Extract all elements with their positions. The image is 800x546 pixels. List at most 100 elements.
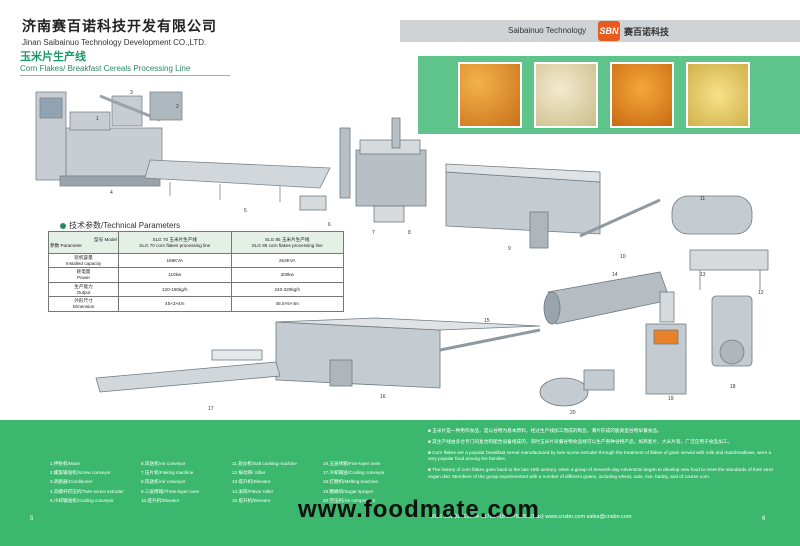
- table-row: 外形尺寸 Dimension 45×3×4m 48.5×5×4m: [48, 296, 344, 312]
- machine-number: 3: [130, 90, 133, 96]
- row-value: 120-150kg/h: [118, 281, 232, 298]
- params-table: 型号 Model 参数 Parameter SLG 70 玉米片生产线 SLG …: [48, 231, 344, 312]
- row-label: 耗电量 Power: [48, 267, 119, 283]
- machine-number: 15: [484, 318, 490, 324]
- product-title: 玉米片生产线 Corn Flakes/ Breakfast Cereals Pr…: [20, 48, 230, 76]
- five-layer-oven: [275, 317, 541, 389]
- company-header: 济南赛百诺科技开发有限公司 Jinan Saibainuo Technology…: [22, 16, 217, 47]
- row-value: 110kw: [118, 267, 232, 283]
- cooling-conveyor: [144, 159, 331, 202]
- legend-item: 1.拌粉机/Mixer: [50, 461, 81, 466]
- machine-number: 12: [758, 290, 764, 296]
- machine-number: 18: [730, 384, 736, 390]
- flavor-roller: [543, 271, 675, 325]
- twin-screw-extruder: [35, 91, 183, 187]
- legend-item: 16.五层烤箱/Five-layer oven: [323, 461, 381, 466]
- three-layer-oven: [445, 163, 601, 249]
- legend-item: 12.振动筛/ Sifter: [232, 470, 266, 476]
- machine-number: 13: [700, 272, 706, 278]
- machine-number: 10: [620, 254, 626, 260]
- flaking-machine: [299, 117, 427, 223]
- corn-flake-photo-4: [686, 62, 750, 128]
- salt-cooking-machine: [579, 195, 769, 290]
- table-row: 生产能力 Output 120-150kg/h 240-320kg/h: [48, 281, 344, 298]
- header-slg85: SLG 85 玉米片生产线 SLG 85 corn flakes process…: [230, 231, 344, 254]
- row-label: 外形尺寸 Dimension: [48, 296, 119, 312]
- description-paragraph: ■ 玉米片是一种用作食品，是以谷物为基本原料，经过生产线加工而成的制品，薄片形成…: [428, 428, 662, 433]
- company-name-cn: 济南赛百诺科技开发有限公司: [22, 18, 217, 34]
- info-panel: [0, 420, 800, 546]
- corn-flake-photo-2: [534, 62, 598, 128]
- legend-item: 8.风送机/Air conveyor: [141, 479, 186, 485]
- legend-item: 3.调质器/Conditioner: [50, 479, 93, 485]
- machine-number: 11: [700, 196, 706, 202]
- legend-item: 2.螺旋输送机/Screw conveyor: [50, 470, 111, 476]
- corn-flake-photo-1: [458, 62, 522, 128]
- page-number-right: 6: [762, 516, 766, 522]
- brand-name-cn: 赛百诺科技: [624, 27, 670, 37]
- row-value: 263KVA: [230, 252, 344, 269]
- machine-number: 17: [208, 406, 214, 412]
- corn-flake-photo-3: [610, 62, 674, 128]
- product-title-cn: 玉米片生产线: [20, 51, 86, 63]
- machine-number: 2: [176, 104, 179, 110]
- table-header-cell: 型号 Model 参数 Parameter: [48, 231, 119, 254]
- legend-item: 9.三层烤箱/Three-layer oven: [141, 488, 200, 494]
- legend-item: 10.提升机/Elevator: [141, 497, 180, 503]
- row-value: 240-320kg/h: [230, 281, 344, 298]
- row-value: 45×3×4m: [118, 296, 232, 312]
- machine-number: 14: [612, 272, 618, 278]
- watermark: www.foodmate.com: [298, 496, 540, 523]
- legend-item: 13.提升机/Elevator: [232, 479, 271, 485]
- legend-item: 6.风送机/Air conveyor: [141, 461, 186, 466]
- legend-item: 11.盐炒机/Salt cooking machine: [232, 461, 297, 466]
- machine-number: 4: [110, 190, 113, 196]
- legend-item: 14.滚筒/Flavor roller: [232, 488, 274, 494]
- product-photo-band: [418, 56, 800, 134]
- legend-item: 18.打糖机/Melting machine: [323, 479, 378, 485]
- bullet-icon: [60, 222, 66, 229]
- params-title-text: 技术参数/Technical Parameters: [69, 221, 181, 230]
- header-slg70: SLG 70 玉米片生产线 SLG 70 corn flakes process…: [118, 231, 232, 254]
- legend-item: 5.冷却输送机/Cooling conveyor: [50, 497, 114, 503]
- brand-logo: SBN: [598, 21, 620, 41]
- contact-info: 0086 531 86762264 85781418 86762891(Fax)…: [430, 514, 632, 520]
- params-title: 技术参数/Technical Parameters: [60, 220, 180, 231]
- product-title-en: Corn Flakes/ Breakfast Cereals Processin…: [20, 64, 230, 76]
- final-cooling-conveyor: [95, 349, 281, 393]
- machine-number: 6: [328, 222, 331, 228]
- machine-number: 5: [244, 208, 247, 214]
- table-header-row: 型号 Model 参数 Parameter SLG 70 玉米片生产线 SLG …: [48, 231, 344, 254]
- machine-number: 1: [96, 116, 99, 122]
- legend-item: 20.空压机/Air compressor: [323, 497, 376, 503]
- row-label: 生产能力 Output: [48, 281, 119, 298]
- row-value: 48.5×5×4m: [230, 296, 344, 312]
- legend-item: 17.冷却输送/Cooling conveyor: [323, 470, 385, 476]
- machine-number: 8: [408, 230, 411, 236]
- legend-item: 4.双螺杆挤压机/Twin-screw extruder: [50, 488, 124, 494]
- description-paragraph: ■ The history of corn flakes goes back t…: [428, 467, 774, 480]
- machine-number: 16: [380, 394, 386, 400]
- machine-number: 7: [372, 230, 375, 236]
- table-row: 装机容量 Installed capacity 186KVA 263KVA: [48, 252, 344, 269]
- sugar-equipment: [539, 295, 753, 407]
- legend-item: 19.糖桶喷/Sugar sprayer: [323, 488, 374, 494]
- legend-item: 7.压片机/Flaking machine: [141, 470, 194, 476]
- row-value: 186KVA: [118, 252, 232, 269]
- description-paragraph: ■ 其生产线由多台专门的复合和配合设备组成的，同时玉米片早餐谷物食品线可以生产各…: [428, 438, 733, 444]
- machine-number: 20: [570, 410, 576, 416]
- row-label: 装机容量 Installed capacity: [48, 252, 119, 269]
- machine-number: 19: [668, 396, 674, 402]
- equipment-legend: 1.拌粉机/Mixer 2.螺旋输送机/Screw conveyor 3.调质器…: [50, 461, 414, 507]
- page-number-left: 5: [30, 516, 34, 522]
- header-param: 参数 Parameter: [50, 242, 82, 248]
- company-name-en: Jinan Saibainuo Technology Development C…: [22, 38, 207, 47]
- legend-item: 15.提升机/Elevator: [232, 497, 271, 503]
- product-description: ■ 玉米片是一种用作食品，是以谷物为基本原料，经过生产线加工而成的制品，薄片形成…: [428, 428, 780, 485]
- brand-bar: Saibainuo Technology SBN 赛百诺科技: [400, 20, 800, 42]
- machine-number: 9: [508, 246, 511, 252]
- table-row: 耗电量 Power 110kw 200kw: [48, 267, 344, 283]
- header-model: 型号 Model: [94, 236, 117, 242]
- row-value: 200kw: [230, 267, 344, 283]
